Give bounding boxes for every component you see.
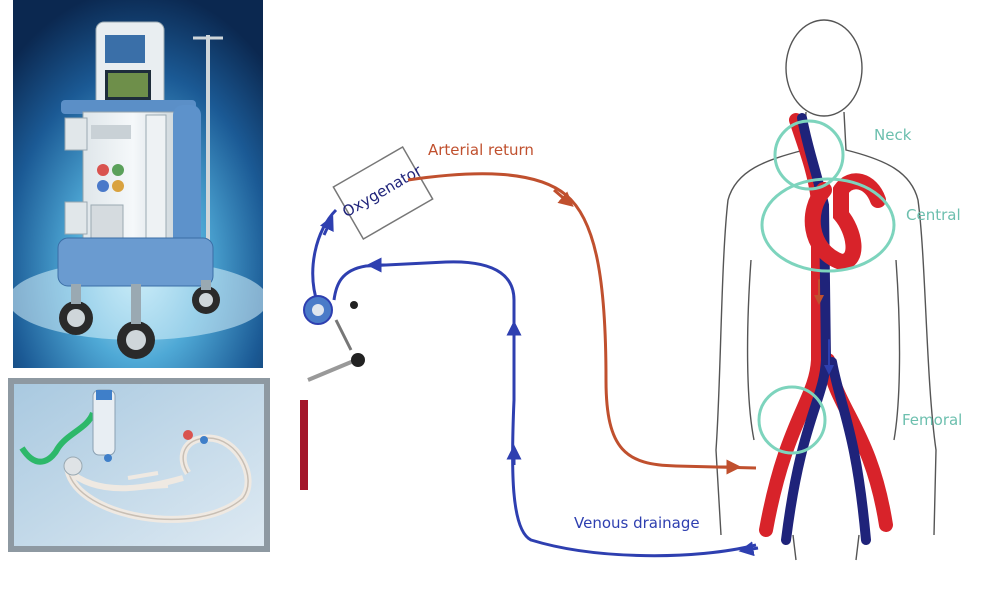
- ecmo-circuit-diagram: Oxygenator Arterial return Venous draina…: [300, 19, 962, 561]
- ecmo-console-illustration: [13, 0, 263, 368]
- ecmo-circuit-photo: [8, 378, 270, 552]
- neck-label: Neck: [874, 126, 912, 144]
- vessels: [759, 113, 893, 545]
- venous-drainage-line: [332, 260, 757, 558]
- femoral-label: Femoral: [902, 411, 962, 429]
- ecmo-circuit-illustration: [8, 378, 270, 552]
- neck-site-circle: [773, 119, 845, 191]
- ecmo-console-photo: [13, 0, 263, 368]
- femoral-site-circle: [757, 385, 827, 455]
- venous-drainage-label: Venous drainage: [574, 514, 700, 532]
- pump-oxygenator-line: [311, 208, 338, 306]
- arterial-return-label: Arterial return: [428, 141, 534, 159]
- central-site-circle: [760, 177, 896, 273]
- body-outline: [715, 19, 937, 561]
- cannulation-sites: [757, 119, 896, 455]
- arterial-return-line: [407, 172, 757, 470]
- oxygenator: Oxygenator: [332, 145, 434, 241]
- centrifugal-pump-icon: [300, 295, 365, 490]
- central-label: Central: [906, 206, 961, 224]
